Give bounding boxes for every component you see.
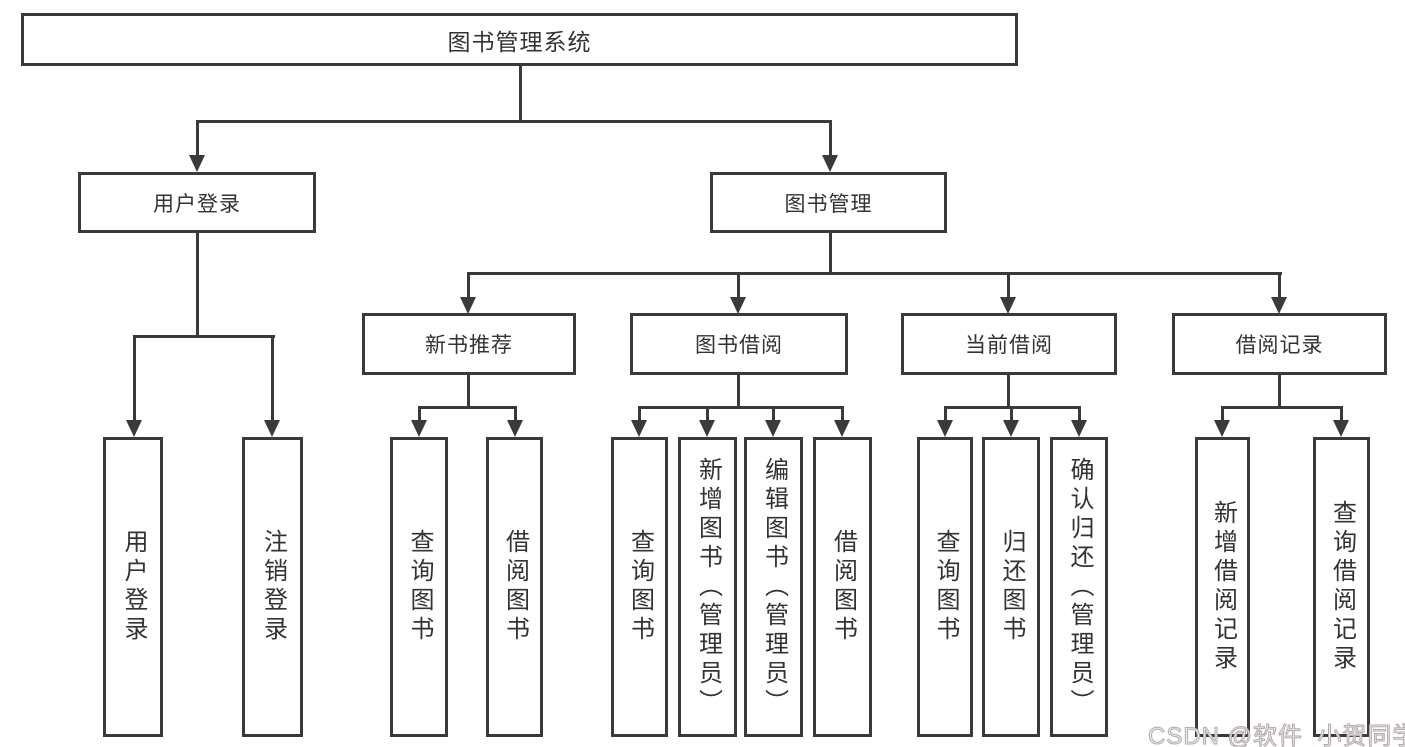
node-book-management-label: 图书管理	[784, 192, 873, 216]
leaf-add-book-admin-label: 新增图书（管理员）	[694, 456, 722, 718]
connector-drop	[1278, 272, 1281, 298]
connector-user-login-stem	[196, 233, 199, 335]
connector-bar	[1221, 406, 1343, 409]
connector-drop	[418, 406, 421, 421]
leaf-edit-book-admin-label: 编辑图书（管理员）	[760, 456, 788, 718]
leaf-query-book-current-label: 查询图书	[932, 529, 959, 645]
leaf-borrow-book-recommend-label: 借阅图书	[501, 529, 529, 645]
connector-drop	[133, 335, 136, 421]
node-root-label: 图书管理系统	[447, 28, 592, 55]
connector-drop	[271, 335, 274, 421]
node-book-management: 图书管理	[710, 172, 947, 233]
node-borrowing-records: 借阅记录	[1172, 313, 1387, 375]
leaf-add-borrow-record: 新增借阅记录	[1195, 437, 1250, 737]
leaf-query-borrow-record: 查询借阅记录	[1313, 437, 1370, 737]
arrow-down-icon	[411, 420, 427, 437]
node-current-borrowing-label: 当前借阅	[965, 334, 1053, 357]
connector-drop	[514, 406, 517, 421]
connector-bar	[638, 406, 844, 409]
leaf-query-book-recommend-label: 查询图书	[406, 529, 433, 645]
arrow-down-icon	[937, 420, 953, 437]
leaf-return-book: 归还图书	[982, 437, 1040, 737]
connector-drop	[737, 272, 740, 298]
node-user-login-label: 用户登录	[153, 192, 241, 216]
connector-drop	[196, 120, 199, 156]
leaf-return-book-label: 归还图书	[998, 529, 1025, 645]
arrow-down-icon	[126, 420, 142, 437]
leaf-edit-book-admin: 编辑图书（管理员）	[744, 437, 803, 737]
arrow-down-icon	[1003, 420, 1019, 437]
node-user-login: 用户登录	[78, 172, 316, 233]
arrow-down-icon	[822, 155, 838, 172]
node-new-book-recommend: 新书推荐	[362, 313, 576, 375]
leaf-confirm-return-admin-label: 确认归还（管理员）	[1066, 456, 1093, 718]
connector-drop	[772, 406, 775, 421]
arrow-down-icon	[460, 297, 476, 314]
connector-level3-bar	[467, 272, 1282, 275]
leaf-user-login-label: 用户登录	[120, 529, 147, 645]
connector-drop	[1340, 406, 1343, 421]
leaf-user-login: 用户登录	[103, 437, 163, 737]
arrow-down-icon	[699, 420, 715, 437]
connector-drop	[944, 406, 947, 421]
csdn-watermark: CSDN @软件_小贺同学	[1147, 723, 1405, 747]
leaf-borrow-book-recommend: 借阅图书	[486, 437, 543, 737]
arrow-down-icon	[507, 420, 523, 437]
connector-drop	[829, 120, 832, 156]
connector-user-login-bar	[133, 335, 275, 338]
connector-drop	[1221, 406, 1224, 421]
node-book-borrowing: 图书借阅	[630, 313, 848, 375]
arrow-down-icon	[1271, 297, 1287, 314]
arrow-down-icon	[189, 155, 205, 172]
leaf-add-book-admin: 新增图书（管理员）	[678, 437, 737, 737]
leaf-confirm-return-admin: 确认归还（管理员）	[1050, 437, 1108, 737]
leaf-query-book-borrowing-label: 查询图书	[626, 529, 654, 645]
leaf-query-book-borrowing: 查询图书	[611, 437, 668, 737]
node-borrowing-records-label: 借阅记录	[1235, 334, 1324, 357]
connector-stem	[1278, 375, 1281, 406]
arrow-down-icon	[1333, 420, 1349, 437]
connector-level2-bar	[196, 120, 832, 123]
arrow-down-icon	[765, 420, 781, 437]
connector-drop	[1078, 406, 1081, 421]
arrow-down-icon	[1071, 420, 1087, 437]
connector-bar	[418, 406, 517, 409]
connector-drop	[1007, 272, 1010, 298]
leaf-query-book-recommend: 查询图书	[390, 437, 448, 737]
connector-drop	[841, 406, 844, 421]
connector-root-stem	[519, 66, 522, 120]
leaf-query-borrow-record-label: 查询借阅记录	[1328, 500, 1356, 674]
node-book-borrowing-label: 图书借阅	[695, 334, 783, 357]
arrow-down-icon	[1000, 297, 1016, 314]
arrow-down-icon	[631, 420, 647, 437]
connector-drop	[1010, 406, 1013, 421]
arrow-down-icon	[264, 420, 280, 437]
leaf-query-book-current: 查询图书	[917, 437, 973, 737]
connector-drop	[706, 406, 709, 421]
node-new-book-recommend-label: 新书推荐	[425, 334, 513, 357]
connector-book-mgmt-stem	[829, 233, 832, 272]
arrow-down-icon	[730, 297, 746, 314]
leaf-borrow-book-borrowing: 借阅图书	[813, 437, 872, 737]
connector-stem	[1007, 375, 1010, 406]
connector-stem	[737, 375, 740, 406]
connector-stem	[467, 375, 470, 406]
arrow-down-icon	[834, 420, 850, 437]
connector-drop	[467, 272, 470, 298]
arrow-down-icon	[1214, 420, 1230, 437]
node-current-borrowing: 当前借阅	[901, 313, 1117, 375]
leaf-logout: 注销登录	[242, 437, 303, 737]
node-root-system: 图书管理系统	[21, 13, 1018, 66]
connector-drop	[638, 406, 641, 421]
leaf-add-borrow-record-label: 新增借阅记录	[1209, 500, 1237, 674]
leaf-borrow-book-borrowing-label: 借阅图书	[829, 529, 857, 645]
leaf-logout-label: 注销登录	[259, 529, 287, 645]
